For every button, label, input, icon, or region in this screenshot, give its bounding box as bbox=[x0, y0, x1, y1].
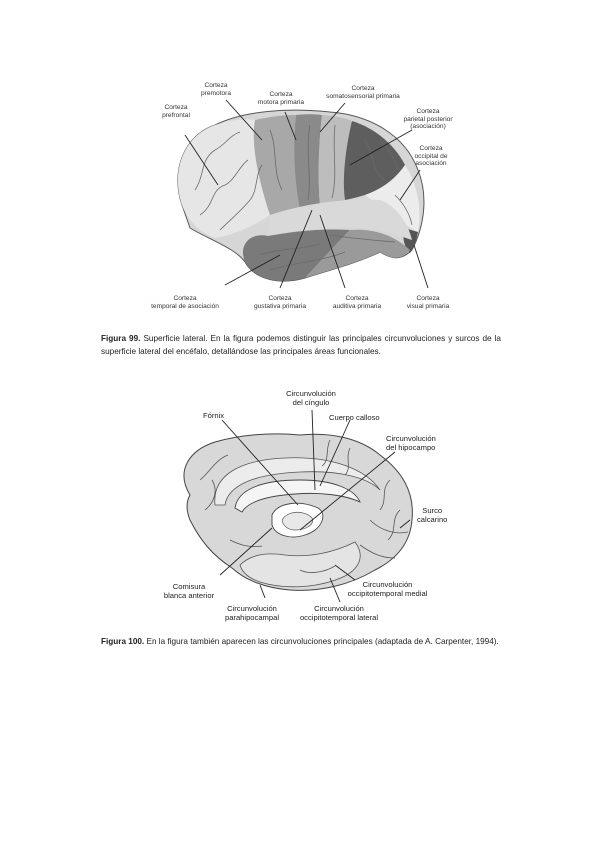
lateral-brain-illustration bbox=[177, 99, 429, 289]
caption-figure-100-title: Figura 100. bbox=[101, 637, 145, 646]
region-parahippocampal bbox=[239, 541, 361, 588]
region-cingulate bbox=[214, 457, 381, 506]
region-motor bbox=[294, 114, 322, 210]
region-prefrontal bbox=[177, 119, 270, 238]
region-parietal-posterior bbox=[343, 121, 405, 200]
caption-figure-99-text: Superficie lateral. En la figura podemos… bbox=[101, 334, 501, 356]
caption-figure-100-text: En la figura también aparecen las circun… bbox=[144, 637, 499, 646]
region-temporal-inferior bbox=[305, 229, 410, 278]
region-occipital-association bbox=[365, 165, 420, 232]
caption-figure-100: Figura 100. En la figura también aparece… bbox=[101, 636, 501, 649]
label-fornix: Fórnix bbox=[203, 411, 225, 420]
sulci-lines bbox=[199, 439, 409, 573]
region-somatosensory bbox=[318, 115, 352, 205]
region-temporal-association bbox=[242, 229, 350, 282]
corpus-callosum bbox=[234, 479, 361, 513]
gyri-lines bbox=[194, 124, 413, 271]
region-premotor bbox=[253, 115, 300, 215]
caption-figure-99-title: Figura 99. bbox=[101, 334, 141, 343]
label-cuerpo-calloso: Cuerpo calloso bbox=[329, 413, 380, 422]
figure-100-leaders bbox=[219, 409, 411, 603]
figure-99-leaders bbox=[184, 99, 429, 289]
medial-brain-illustration bbox=[183, 409, 413, 603]
caption-figure-99: Figura 99. Superficie lateral. En la fig… bbox=[101, 333, 501, 358]
